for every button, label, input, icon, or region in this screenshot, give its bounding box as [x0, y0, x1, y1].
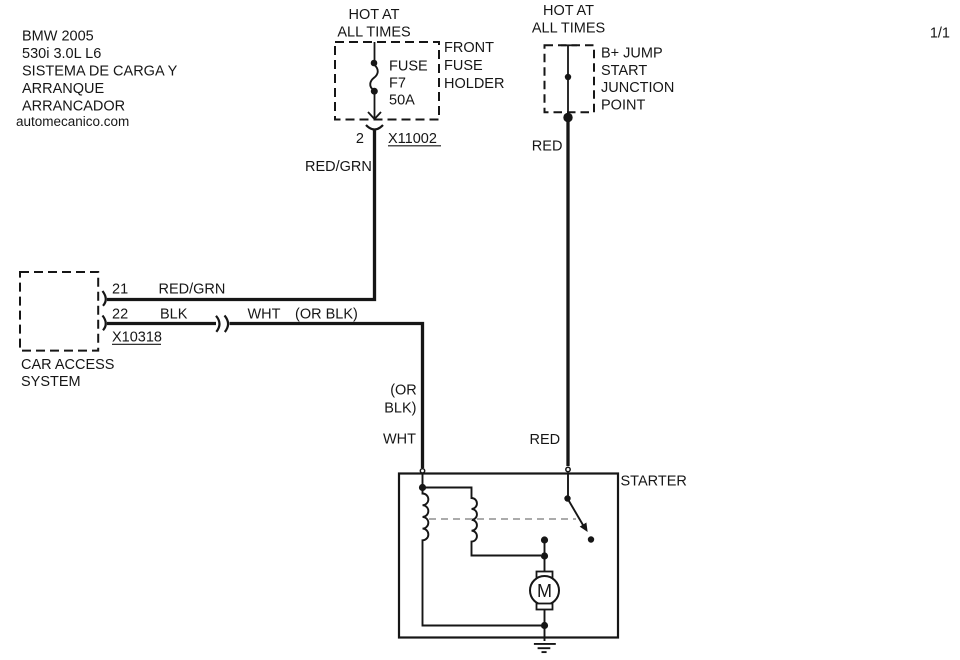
svg-text:FRONT: FRONT [444, 40, 494, 56]
svg-text:B+ JUMP: B+ JUMP [601, 46, 663, 62]
svg-text:BMW 2005: BMW 2005 [22, 29, 94, 45]
svg-text:HOT AT: HOT AT [348, 7, 399, 23]
svg-text:WHT: WHT [383, 432, 416, 448]
svg-text:ARRANQUE: ARRANQUE [22, 81, 105, 97]
svg-text:WHT: WHT [248, 307, 281, 323]
svg-text:ARRANCADOR: ARRANCADOR [22, 99, 125, 115]
svg-text:(OR: (OR [390, 383, 417, 399]
svg-text:SYSTEM: SYSTEM [21, 374, 81, 390]
svg-text:STARTER: STARTER [621, 474, 687, 490]
svg-text:BLK: BLK [160, 307, 188, 323]
svg-text:FUSE: FUSE [444, 58, 483, 74]
svg-text:ALL TIMES: ALL TIMES [532, 21, 605, 37]
svg-text:POINT: POINT [601, 97, 645, 113]
svg-text:JUNCTION: JUNCTION [601, 80, 674, 96]
svg-text:HOT AT: HOT AT [543, 3, 594, 19]
svg-text:automecanico.com: automecanico.com [16, 114, 129, 129]
svg-text:RED: RED [532, 139, 563, 155]
svg-text:X11002: X11002 [388, 131, 437, 147]
svg-text:RED/GRN: RED/GRN [305, 159, 372, 175]
svg-text:SISTEMA DE CARGA Y: SISTEMA DE CARGA Y [22, 64, 178, 80]
svg-text:2: 2 [356, 131, 364, 147]
svg-text:530i 3.0L L6: 530i 3.0L L6 [22, 46, 101, 62]
svg-text:BLK): BLK) [384, 401, 416, 417]
svg-text:RED/GRN: RED/GRN [159, 282, 226, 298]
svg-text:RED: RED [530, 432, 561, 448]
svg-text:(OR BLK): (OR BLK) [295, 307, 358, 323]
svg-text:ALL TIMES: ALL TIMES [337, 25, 410, 41]
svg-text:START: START [601, 63, 647, 79]
svg-text:22: 22 [112, 307, 128, 323]
svg-text:50A: 50A [389, 93, 415, 109]
svg-text:M: M [537, 581, 552, 601]
svg-text:1/1: 1/1 [930, 26, 950, 42]
svg-text:21: 21 [112, 282, 128, 298]
svg-text:X10318: X10318 [112, 330, 162, 346]
svg-text:FUSE: FUSE [389, 59, 428, 75]
svg-text:CAR ACCESS: CAR ACCESS [21, 357, 114, 373]
svg-text:HOLDER: HOLDER [444, 76, 504, 92]
svg-text:F7: F7 [389, 76, 406, 92]
